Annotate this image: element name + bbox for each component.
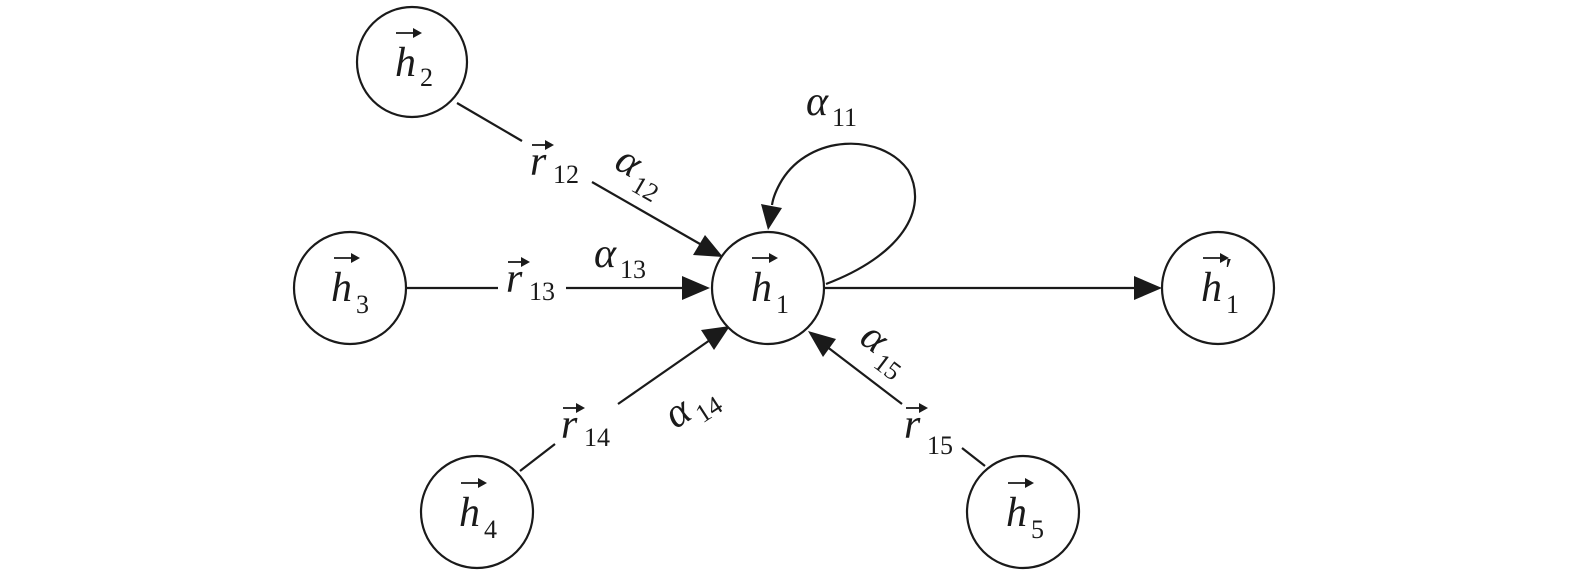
weight-a14-label: α 14 (656, 387, 728, 438)
node-h2-letter: h (395, 40, 416, 86)
node-h1-label: h 1 (751, 253, 789, 319)
arrowhead-h2-h1 (693, 235, 723, 257)
relation-r13-subscript: 13 (529, 277, 555, 306)
edge-self-loop-h1 (770, 142, 917, 286)
node-h4: h 4 (419, 454, 535, 570)
node-h1: h 1 (710, 230, 826, 346)
relation-r12-letter: r (530, 139, 547, 185)
relation-r15-subscript: 15 (927, 431, 953, 460)
weight-a14-letter: α (656, 387, 700, 438)
edge-h4-to-r14 (519, 443, 556, 472)
node-h5: h 5 (965, 454, 1081, 570)
node-h2: h 2 (355, 5, 469, 119)
node-h4-label: h 4 (459, 478, 497, 544)
node-h3-letter: h (331, 265, 352, 311)
weight-a11-subscript: 11 (832, 103, 857, 132)
edge-h5-to-r15 (961, 447, 986, 467)
edge-r12-to-h1 (591, 181, 701, 245)
node-h1-prime-mark: ′ (1225, 252, 1232, 289)
node-h1-prime-subscript: 1 (1226, 290, 1239, 319)
node-h4-subscript: 4 (484, 515, 497, 544)
relation-r13-letter: r (506, 256, 523, 302)
node-h3-label: h 3 (331, 253, 369, 319)
node-h2-label: h 2 (395, 28, 433, 92)
relation-r14-label: r 14 (561, 402, 610, 452)
relation-r14-subscript: 14 (584, 423, 610, 452)
weight-a13-label: α 13 (594, 231, 646, 284)
relation-r12-label: r 12 (530, 139, 579, 189)
arrowhead-h3-h1 (682, 276, 710, 300)
weight-a15-label: α 15 (852, 313, 907, 387)
node-h1-letter: h (751, 265, 772, 311)
weight-a12-label: α 12 (608, 136, 664, 208)
relation-r15-letter: r (904, 402, 921, 448)
relation-r14-letter: r (561, 402, 578, 448)
arrowhead-self-loop (761, 204, 782, 230)
weight-a11-label: α 11 (806, 79, 857, 132)
arrowhead-h5-h1 (808, 331, 836, 357)
weight-a11-letter: α (806, 79, 829, 125)
node-h2-subscript: 2 (420, 63, 433, 92)
node-h1-prime-letter: h (1201, 265, 1222, 311)
arrowhead-h1-h1prime (1134, 276, 1162, 300)
weight-a13-letter: α (594, 231, 617, 277)
relation-r15-label: r 15 (904, 402, 953, 460)
edge-h2-to-r12 (456, 102, 523, 142)
node-h5-subscript: 5 (1031, 515, 1044, 544)
node-h3: h 3 (292, 230, 408, 346)
relation-r13-label: r 13 (506, 256, 555, 306)
weight-a13-subscript: 13 (620, 255, 646, 284)
node-h4-letter: h (459, 490, 480, 536)
arrowhead-h4-h1 (701, 326, 730, 350)
edge-r15-to-h1 (825, 345, 903, 405)
node-h5-label: h 5 (1006, 478, 1044, 544)
node-h1-prime-label: h ′ 1 (1201, 252, 1239, 319)
node-h3-subscript: 3 (356, 290, 369, 319)
relation-r12-subscript: 12 (553, 160, 579, 189)
node-h5-letter: h (1006, 490, 1027, 536)
node-h1-prime: h ′ 1 (1160, 230, 1276, 346)
edge-r14-to-h1 (617, 339, 711, 405)
node-h1-subscript: 1 (776, 290, 789, 319)
